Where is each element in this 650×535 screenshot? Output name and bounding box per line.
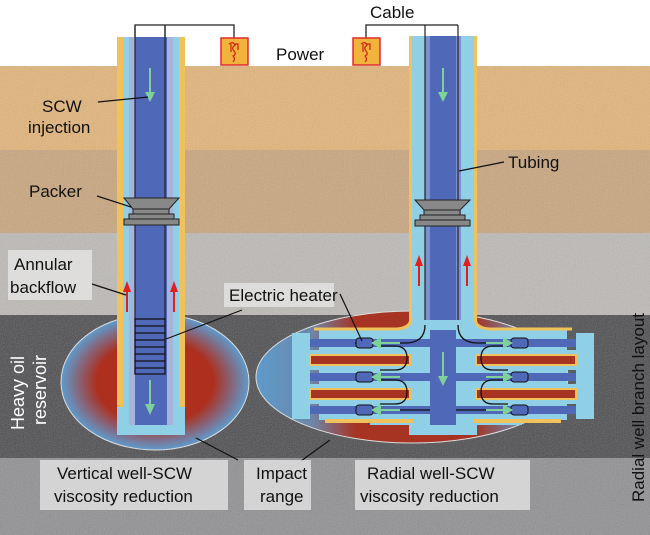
heater-cable <box>355 324 528 411</box>
branch-flow-arrows <box>370 337 514 416</box>
radial-well-label-1: Radial well-SCW <box>367 464 495 483</box>
flow-up-icon <box>463 255 471 286</box>
flow-down-icon <box>438 352 448 386</box>
heavy-oil-reservoir-label-1: Heavy oil <box>8 356 28 430</box>
power-transformer-icon <box>352 37 381 66</box>
annular-backflow-label-1: Annular <box>14 255 73 274</box>
packer-label: Packer <box>29 182 82 201</box>
vertical-well-label-2: viscosity reduction <box>54 487 193 506</box>
packer-radial <box>413 199 472 227</box>
tubing-label: Tubing <box>508 153 559 172</box>
radial-well-label-2: viscosity reduction <box>360 487 499 506</box>
electric-heater-label: Electric heater <box>229 286 338 305</box>
scw-injection-label-2: injection <box>28 118 90 137</box>
flow-down-icon <box>145 380 155 415</box>
power-label: Power <box>276 45 325 64</box>
radial-well <box>292 25 594 435</box>
impact-range-label-2: range <box>260 487 303 506</box>
vertical-well-label-1: Vertical well-SCW <box>57 464 192 483</box>
vertical-well <box>117 26 185 435</box>
leader-lines <box>91 96 505 462</box>
radial-branch-layout-label: Radial well branch layout <box>629 313 648 502</box>
flow-down-icon <box>438 68 448 102</box>
annular-backflow-label-2: backflow <box>10 278 77 297</box>
cable-label: Cable <box>370 3 414 22</box>
cable-left <box>134 24 235 38</box>
label-backgrounds <box>8 250 530 510</box>
power-transformer-icon <box>220 37 249 66</box>
scw-injection-label-1: SCW <box>42 97 82 116</box>
flow-up-icon <box>415 255 423 286</box>
packer-vertical <box>122 197 181 226</box>
impact-range-label-1: Impact <box>256 464 307 483</box>
flow-up-icon <box>170 281 178 312</box>
electric-heater-vertical <box>134 318 166 375</box>
cable-right <box>365 24 458 38</box>
flow-down-icon <box>145 68 155 102</box>
flow-up-icon <box>123 281 131 312</box>
heavy-oil-reservoir-label-2: reservoir <box>30 355 50 425</box>
electric-heater-radial <box>355 337 529 416</box>
